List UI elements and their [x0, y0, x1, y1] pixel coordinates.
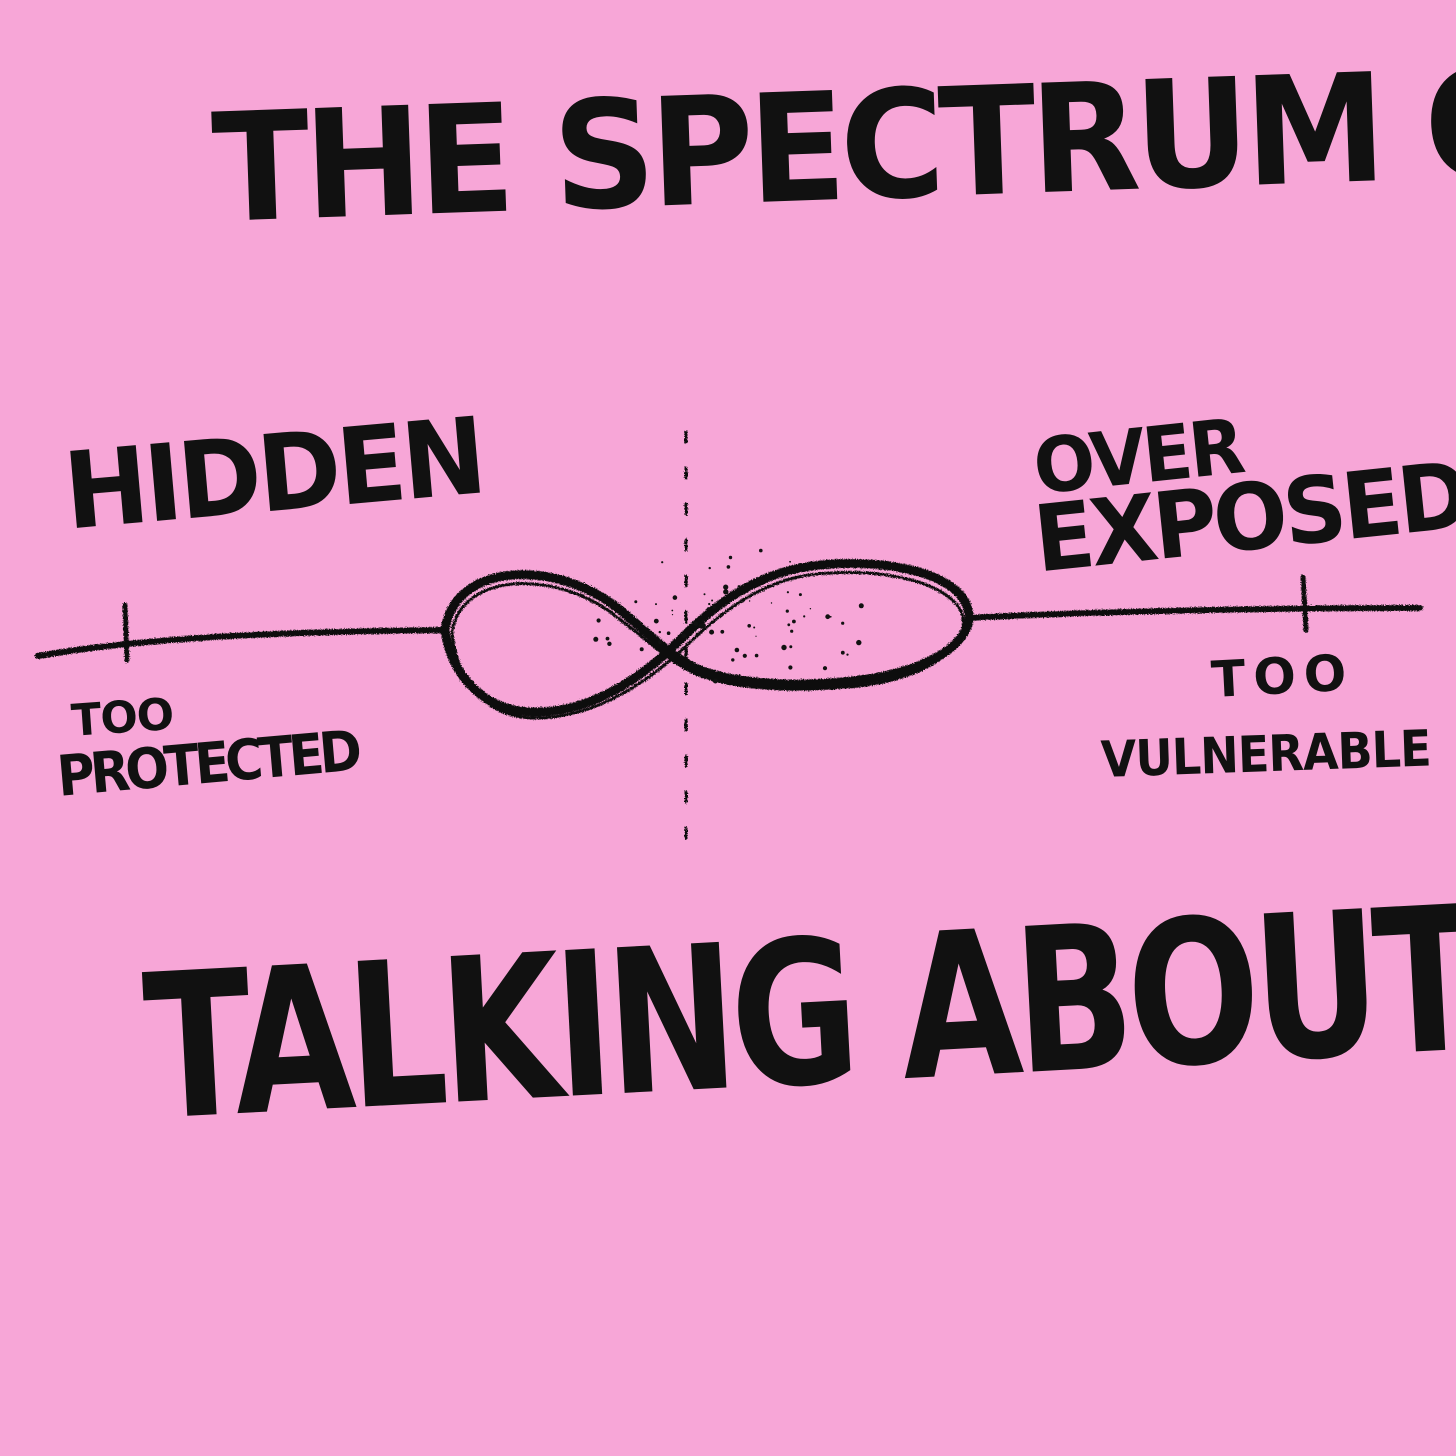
ink-speck: [747, 624, 751, 628]
ink-speck: [798, 593, 802, 597]
ink-speck: [726, 565, 731, 569]
ink-speck: [701, 619, 705, 623]
ink-speck: [825, 614, 831, 620]
ink-speck: [655, 603, 657, 606]
ink-speck: [593, 636, 599, 642]
ink-speck: [840, 650, 845, 655]
spectrum-line-right: [965, 605, 1423, 621]
ink-speck: [787, 623, 791, 627]
ink-speck: [829, 615, 832, 618]
ink-speck: [792, 619, 796, 624]
ink-speck: [731, 658, 735, 662]
ink-speck: [789, 645, 793, 649]
ink-speck: [709, 629, 715, 635]
ink-speck: [681, 633, 686, 638]
ink-speck: [822, 666, 828, 671]
ink-speck: [707, 607, 710, 611]
ink-speck: [803, 615, 806, 618]
right-end-caption-line-1: TOO: [1209, 643, 1356, 709]
ink-speck: [661, 561, 664, 564]
ink-speck: [790, 629, 794, 633]
ink-speck: [708, 566, 711, 570]
ink-speck: [723, 589, 729, 595]
ink-speck: [634, 600, 638, 604]
ink-speck: [672, 595, 678, 600]
ink-speck: [653, 618, 659, 624]
ink-speck: [700, 623, 706, 629]
ink-speck: [770, 602, 773, 604]
ink-speck: [742, 653, 747, 658]
ink-speck: [785, 609, 789, 613]
ink-speck: [734, 647, 740, 653]
ink-speck: [755, 635, 757, 637]
ink-speck: [605, 636, 610, 641]
ink-speck: [720, 629, 725, 634]
ink-speck: [738, 674, 741, 676]
ink-speck: [788, 665, 793, 670]
ink-speck: [753, 626, 756, 629]
ink-speck: [712, 678, 718, 684]
infinity-loop-echo: [450, 570, 965, 720]
ink-speck: [789, 560, 791, 563]
infinity-loop: [440, 559, 974, 717]
spectrum-line-left: [35, 627, 448, 659]
ink-speck: [708, 602, 711, 606]
ink-speck: [693, 621, 698, 626]
ink-speck: [639, 647, 644, 652]
ink-speck: [723, 584, 729, 590]
ink-speck: [712, 605, 716, 609]
ink-speck: [748, 600, 751, 602]
right-end-caption-line-2: VULNERABLE: [1099, 719, 1432, 789]
ink-speck: [711, 599, 714, 602]
ink-speck: [695, 632, 700, 637]
ink-speck: [737, 585, 741, 588]
ink-speck: [640, 622, 643, 624]
ink-speck: [846, 653, 849, 656]
tick-mark-left: [122, 602, 130, 663]
ink-speck: [671, 614, 674, 616]
ink-speck: [786, 591, 790, 594]
ink-speck: [728, 555, 733, 560]
ink-speck: [759, 548, 763, 553]
ink-speck: [666, 631, 671, 635]
ink-speck: [856, 639, 862, 646]
ink-speck: [754, 653, 759, 658]
ink-speck: [738, 678, 741, 681]
ink-speck: [671, 609, 674, 612]
ink-speck: [658, 630, 661, 634]
tick-mark-right: [1300, 574, 1309, 633]
ink-speck: [596, 618, 601, 623]
ink-speck: [781, 644, 787, 651]
ink-speck: [809, 608, 812, 610]
ink-speck: [607, 641, 612, 646]
ink-speck: [858, 603, 864, 609]
ink-splatter: [593, 548, 864, 684]
ink-speck: [703, 593, 706, 596]
ink-speck: [658, 639, 663, 645]
ink-speck: [841, 621, 845, 625]
